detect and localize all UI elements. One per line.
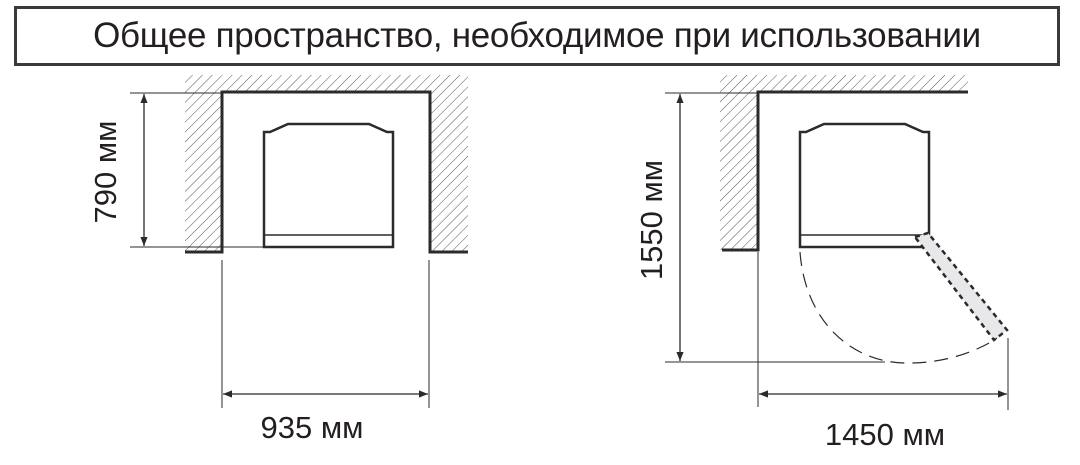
open-door xyxy=(912,231,1009,342)
width-dimension xyxy=(757,252,1009,410)
niche-outline xyxy=(185,90,468,254)
clearance-width-label: 1450 мм xyxy=(824,417,946,452)
height-dimension xyxy=(665,92,885,363)
clearance-height-label: 1550 мм xyxy=(634,159,669,281)
door-swing-arc xyxy=(799,251,998,364)
door-clearance-diagram xyxy=(665,75,1009,410)
title-box: Общее пространство, необходимое при испо… xyxy=(14,6,1060,66)
height-dimension xyxy=(130,92,264,248)
niche-height-label: 790 мм xyxy=(88,120,123,224)
wall-hatch xyxy=(185,75,468,252)
niche-diagram xyxy=(130,75,468,408)
appliance-top-view xyxy=(262,122,395,249)
wall-outline xyxy=(722,90,968,252)
appliance-top-view xyxy=(798,122,931,249)
niche-width-label: 935 мм xyxy=(260,410,364,445)
width-dimension xyxy=(221,260,430,408)
diagram-title: Общее пространство, необходимое при испо… xyxy=(93,16,981,55)
wall-hatch xyxy=(720,75,968,250)
